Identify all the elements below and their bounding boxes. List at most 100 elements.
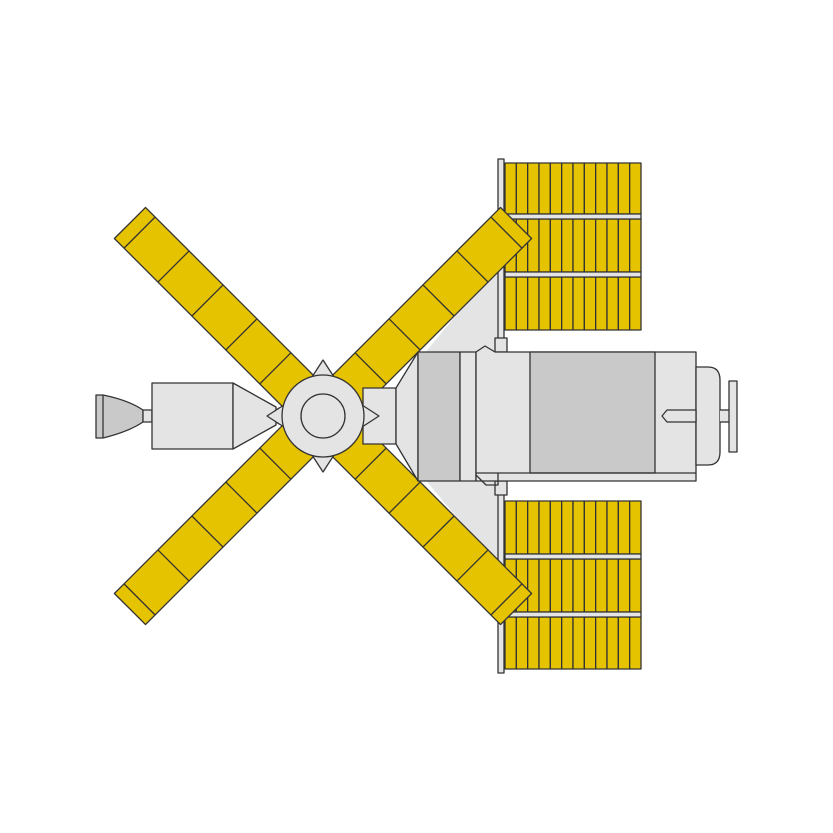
- solar-cell-strip: [538, 218, 551, 273]
- solar-cell-strip: [504, 162, 517, 215]
- airlock-ring: [459, 351, 477, 482]
- solar-cell-strip: [617, 276, 631, 331]
- solar-cell-strip: [572, 162, 585, 215]
- command-module: [232, 382, 277, 450]
- solar-cell-strip: [561, 500, 574, 555]
- solar-cell-strip: [595, 162, 608, 215]
- wing-mount-top: [494, 337, 508, 353]
- arm-segment-divider: [388, 481, 421, 514]
- solar-cell-strip: [515, 616, 529, 670]
- solar-cell-strip: [583, 276, 597, 331]
- solar-cell-strip: [595, 276, 608, 331]
- solar-cell-strip: [583, 558, 597, 613]
- aft-rod: [661, 409, 697, 423]
- solar-cell-strip: [583, 162, 597, 215]
- arm-segment-divider: [191, 284, 224, 317]
- solar-cell-strip: [629, 162, 642, 215]
- solar-cell-strip: [561, 276, 574, 331]
- arm-segment-divider: [490, 216, 523, 249]
- solar-cell-strip: [561, 558, 574, 613]
- solar-cell-strip: [561, 218, 574, 273]
- solar-cell-strip: [606, 162, 619, 215]
- solar-cell-strip: [527, 162, 540, 215]
- solar-cell-strip: [572, 218, 585, 273]
- solar-cell-strip: [527, 500, 540, 555]
- solar-cell-strip: [538, 500, 551, 555]
- solar-cell-strip: [515, 162, 529, 215]
- workshop-tank-section: [529, 351, 656, 474]
- solar-cell-strip: [595, 616, 608, 670]
- solar-cell-strip: [617, 500, 631, 555]
- solar-cell-strip: [538, 276, 551, 331]
- solar-panel: [504, 162, 642, 215]
- solar-cell-strip: [617, 218, 631, 273]
- solar-cell-strip: [629, 276, 642, 331]
- solar-cell-strip: [515, 500, 529, 555]
- arm-segment-divider: [123, 216, 156, 249]
- nozzle-neck: [142, 409, 153, 423]
- aft-radiator: [728, 380, 738, 453]
- command-service-module: [95, 382, 284, 450]
- solar-cell-strip: [504, 616, 517, 670]
- solar-cell-strip: [629, 558, 642, 613]
- solar-cell-strip: [617, 616, 631, 670]
- solar-cell-strip: [527, 276, 540, 331]
- solar-cell-strip: [549, 558, 563, 613]
- solar-cell-strip: [583, 500, 597, 555]
- solar-cell-strip: [538, 616, 551, 670]
- solar-cell-strip: [617, 162, 631, 215]
- solar-cell-strip: [527, 558, 540, 613]
- arm-segment-divider: [388, 318, 421, 351]
- solar-cell-strip: [572, 616, 585, 670]
- solar-cell-strip: [606, 558, 619, 613]
- arm-segment-divider: [422, 284, 455, 317]
- solar-cell-strip: [572, 276, 585, 331]
- arm-segment-divider: [422, 515, 455, 548]
- solar-cell-strip: [549, 500, 563, 555]
- solar-cell-strip: [538, 162, 551, 215]
- arm-segment-divider: [259, 447, 292, 480]
- solar-cell-strip: [583, 616, 597, 670]
- arm-segment-divider: [490, 583, 523, 616]
- arm-segment-divider: [157, 549, 190, 582]
- solar-cell-strip: [549, 276, 563, 331]
- solar-cell-strip: [583, 218, 597, 273]
- solar-cell-strip: [549, 616, 563, 670]
- solar-panel: [504, 500, 642, 555]
- solar-cell-strip: [606, 616, 619, 670]
- solar-cell-strip: [595, 558, 608, 613]
- solar-cell-strip: [606, 500, 619, 555]
- arm-segment-divider: [456, 549, 489, 582]
- solar-cell-strip: [606, 218, 619, 273]
- solar-cell-strip: [595, 500, 608, 555]
- solar-cell-strip: [549, 218, 563, 273]
- arm-segment-divider: [259, 352, 292, 385]
- telescope-aperture: [300, 393, 346, 439]
- solar-panel: [504, 558, 642, 613]
- arm-segment-divider: [157, 250, 190, 283]
- panel-spacer: [504, 553, 642, 560]
- solar-cell-strip: [527, 218, 540, 273]
- solar-cell-strip: [595, 218, 608, 273]
- airlock-module: [417, 351, 461, 482]
- arm-segment-divider: [456, 250, 489, 283]
- solar-panel: [504, 276, 642, 331]
- aft-connector: [720, 410, 729, 422]
- wing-mount-bottom: [494, 480, 508, 496]
- panel-spacer: [504, 271, 642, 278]
- solar-cell-strip: [629, 218, 642, 273]
- panel-spacer: [504, 213, 642, 220]
- solar-cell-strip: [606, 276, 619, 331]
- arm-segment-divider: [225, 481, 258, 514]
- solar-cell-strip: [629, 500, 642, 555]
- solar-cell-strip: [572, 500, 585, 555]
- telescope-mount-hub: [266, 359, 380, 473]
- solar-cell-strip: [538, 558, 551, 613]
- solar-cell-strip: [504, 500, 517, 555]
- arm-segment-divider: [354, 352, 387, 385]
- solar-cell-strip: [561, 616, 574, 670]
- solar-cell-strip: [561, 162, 574, 215]
- solar-cell-strip: [617, 558, 631, 613]
- solar-cell-strip: [549, 162, 563, 215]
